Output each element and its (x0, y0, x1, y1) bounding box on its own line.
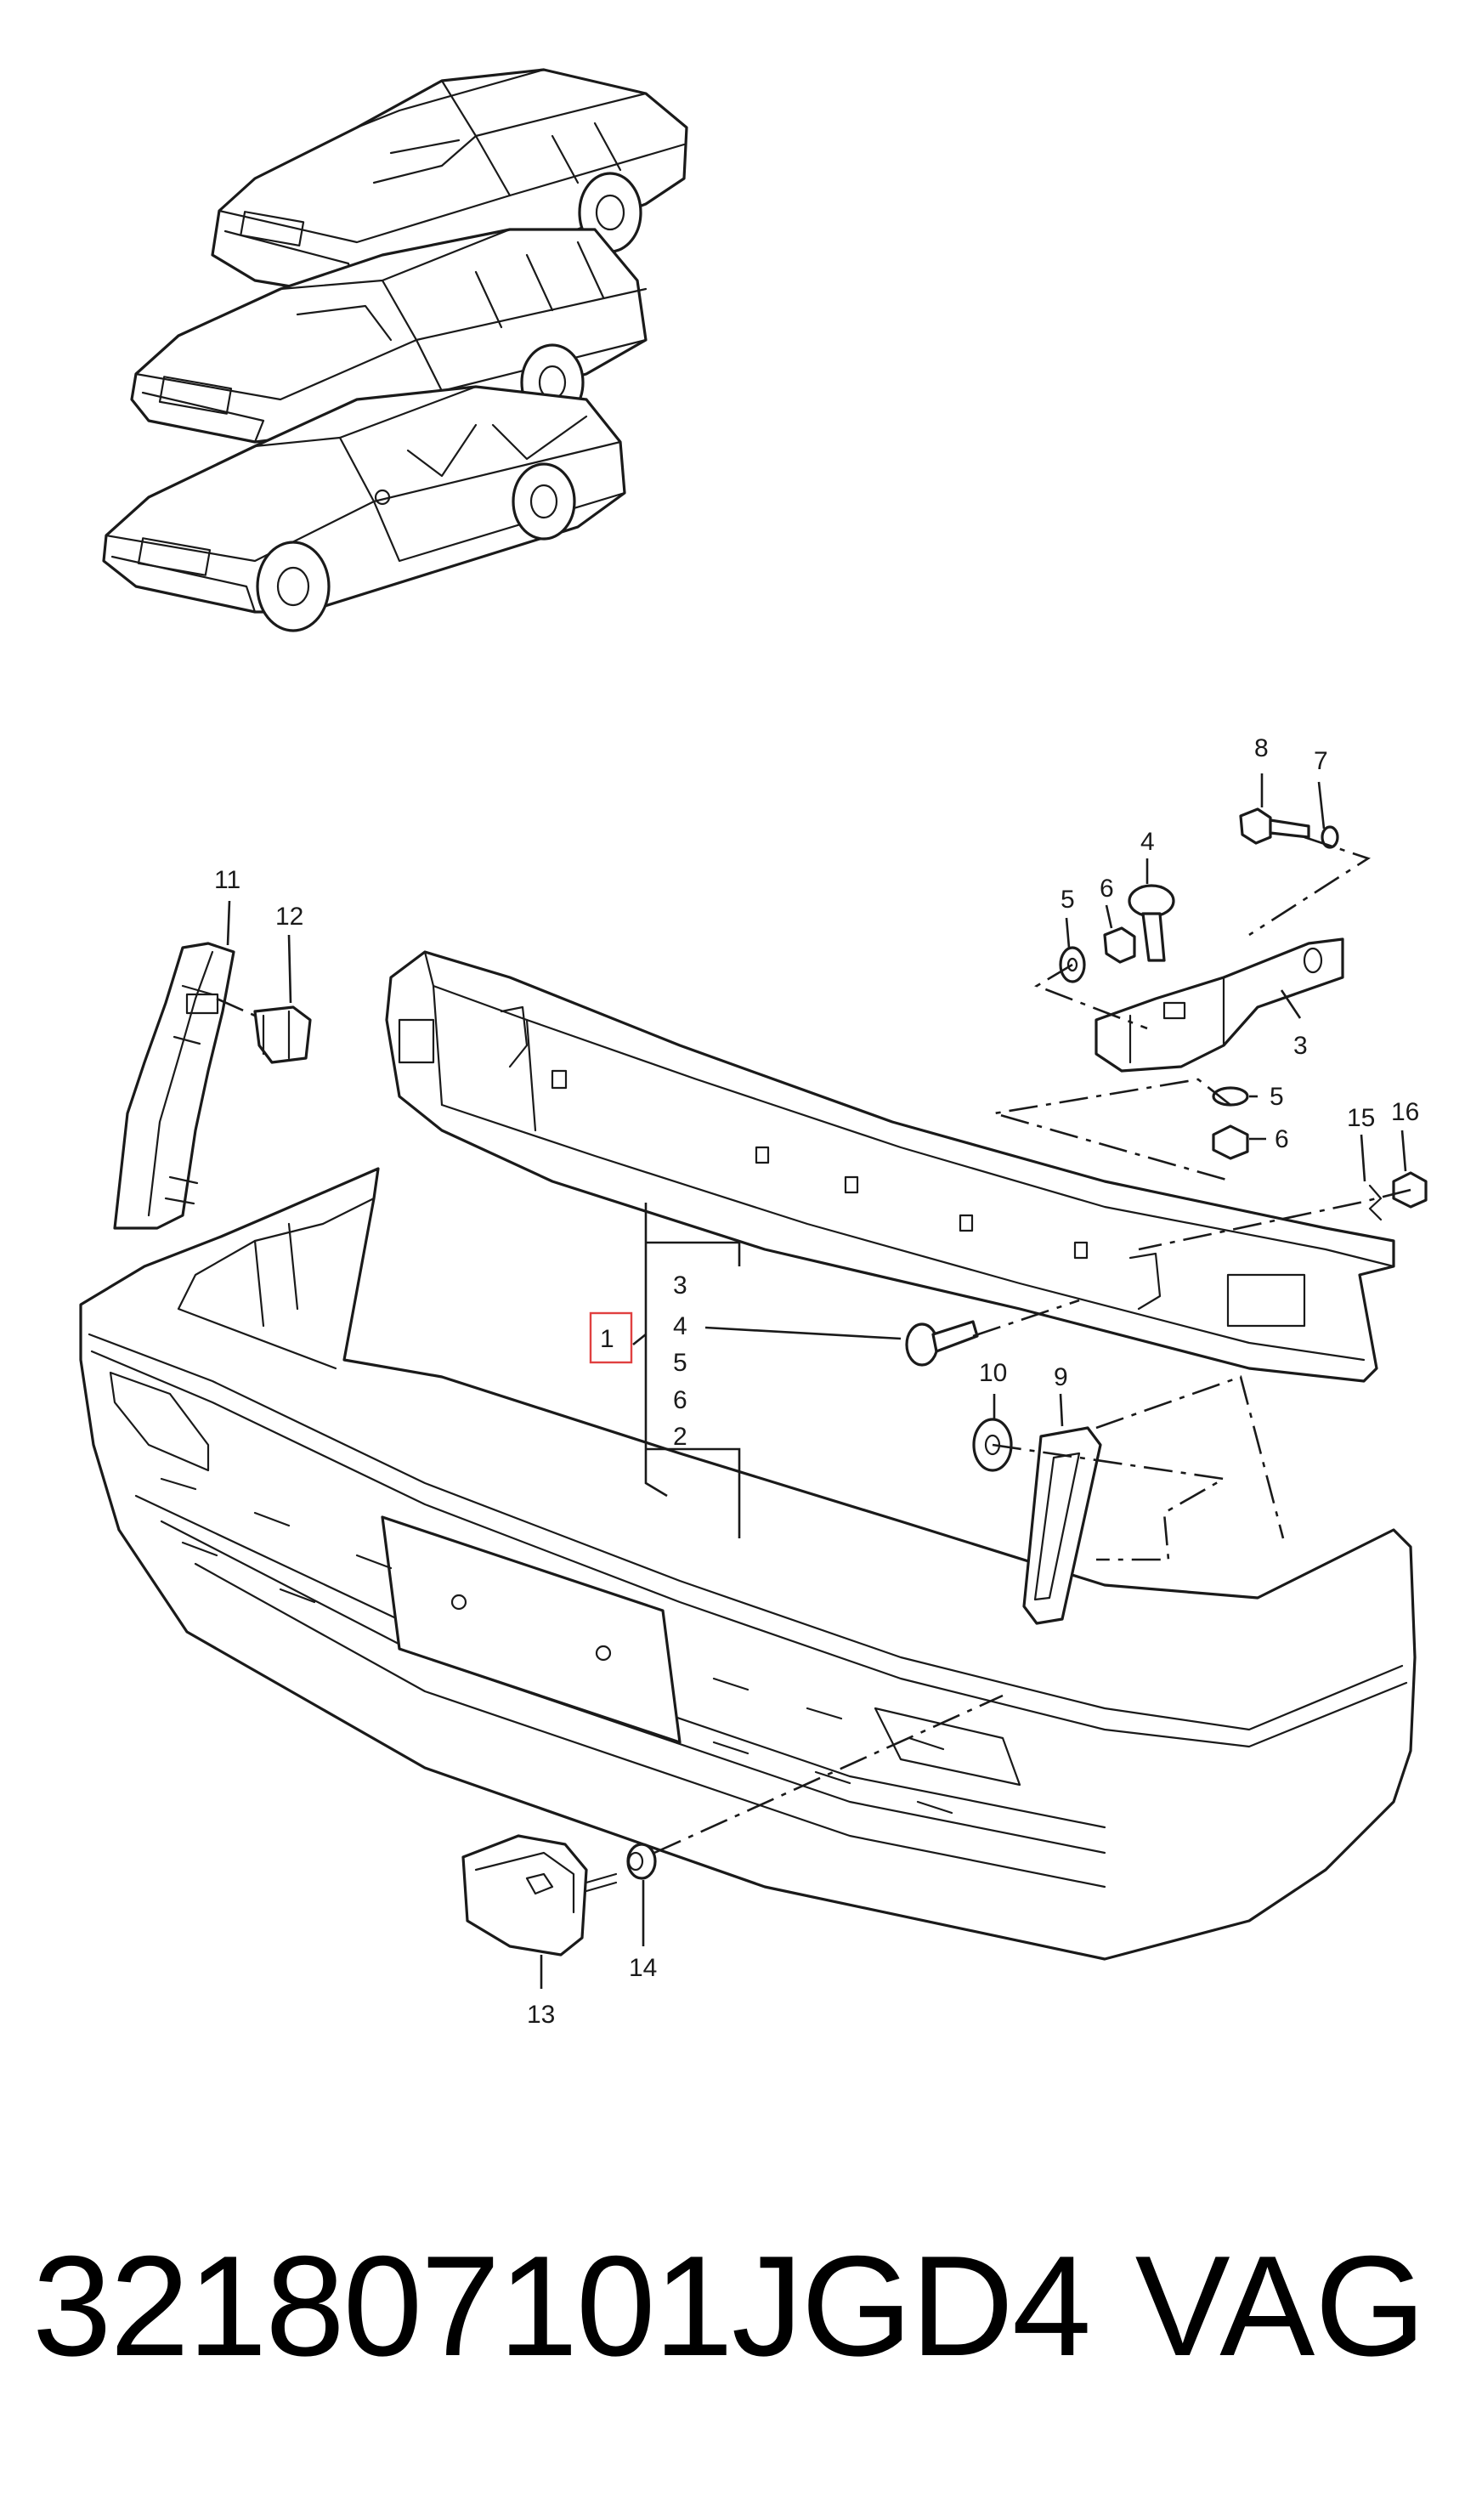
callout-2: 2 (673, 1423, 687, 1451)
bumper-reinforcement-beam (385, 950, 1395, 1383)
callout-5-lower: 5 (1270, 1083, 1284, 1111)
callout-9: 9 (1054, 1363, 1068, 1391)
callout-16: 16 (1391, 1098, 1419, 1126)
callout-13: 13 (527, 2001, 555, 2029)
callout-1-highlight (589, 1311, 633, 1364)
callout-5-upper: 5 (1061, 886, 1075, 914)
grommet-14 (626, 1843, 657, 1880)
clip-12 (253, 1005, 312, 1064)
mounting-bracket (1095, 937, 1344, 1073)
callout-6-lower: 6 (1275, 1125, 1289, 1153)
callout-12: 12 (275, 903, 303, 931)
callout-10: 10 (979, 1359, 1007, 1387)
callout-labels: 1 3 4 5 6 2 8 7 4 6 5 3 5 6 15 16 11 12 … (214, 734, 1419, 2029)
callout-4-upper: 4 (1140, 828, 1155, 856)
assembly-lines (216, 835, 1411, 1855)
tow-eye-cover-13 (461, 1834, 618, 1957)
brand-label: VAG (1134, 2226, 1426, 2386)
callout-1: 1 (600, 1325, 614, 1353)
callout-7: 7 (1314, 747, 1328, 775)
callout-leaders (226, 773, 1407, 1989)
callout-4: 4 (673, 1312, 687, 1340)
callout-14: 14 (629, 1954, 657, 1982)
callout-3: 3 (673, 1271, 687, 1300)
callout-15: 15 (1347, 1104, 1375, 1132)
callout-3-bracket: 3 (1293, 1032, 1308, 1060)
side-guide-bracket-11 (113, 942, 235, 1230)
callout-5: 5 (673, 1349, 687, 1377)
coupe-car-icon (102, 385, 626, 632)
callout-6-upper: 6 (1100, 875, 1114, 903)
callout-8: 8 (1254, 734, 1269, 762)
sedan-car-icon (211, 68, 688, 299)
callout-11: 11 (214, 866, 240, 894)
bumper-cover (79, 1167, 1417, 1961)
part-number: 321807101JGD4 (32, 2226, 1091, 2386)
callout-6: 6 (673, 1386, 687, 1414)
